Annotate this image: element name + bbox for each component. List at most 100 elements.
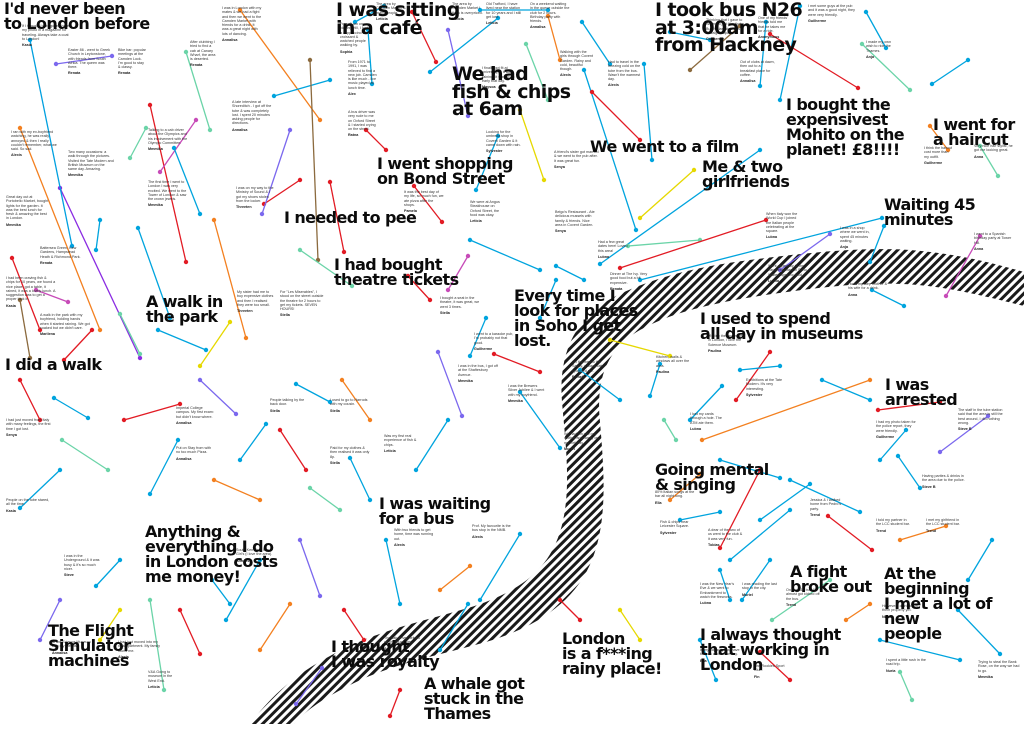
connector-line — [263, 179, 301, 205]
connector-dot — [667, 353, 673, 359]
connector-line — [493, 353, 541, 373]
story-note-text: Out of clubs at dawn, then out to a brea… — [740, 60, 775, 77]
story-note: We were at Angus Steakhouse on Oxford St… — [470, 200, 500, 223]
story-note: Talking to a cab driver about the Olympi… — [148, 128, 188, 151]
connector-dot — [825, 513, 831, 519]
headline-never-been: I'd never been to London before — [4, 0, 150, 33]
connector-line — [789, 479, 861, 513]
connector-dot — [37, 637, 43, 643]
story-note-author: Alexis — [118, 654, 129, 659]
connector-dot — [637, 215, 643, 221]
connector-line — [879, 429, 907, 461]
connector-dot — [413, 467, 419, 473]
connector-dot — [859, 41, 865, 47]
story-note: I ran with my ex-boyfriend watching, he … — [11, 130, 57, 158]
connector-line — [349, 457, 371, 501]
story-note-author: Mmmika — [148, 147, 163, 152]
connector-dot — [437, 587, 443, 593]
connector-dot — [787, 477, 793, 483]
connector-line — [669, 473, 701, 501]
story-note-author: Sophia — [340, 49, 353, 54]
connector-dot — [867, 259, 873, 265]
connector-dot — [147, 102, 153, 108]
connector-dot — [875, 407, 881, 413]
connector-dot — [17, 377, 23, 383]
story-note-author: Annalisa — [52, 650, 68, 655]
connector-dot — [757, 467, 763, 473]
story-note-author: Leticia — [376, 16, 388, 21]
connector-dot — [697, 471, 703, 477]
story-note-text: I had been craving fish & chips for 10 y… — [6, 276, 56, 302]
story-note-text: A friend's sister got married & we went … — [554, 150, 599, 163]
story-note-text: I spent a little rush in the road trip. — [886, 658, 926, 667]
connector-line — [479, 533, 521, 601]
story-note-text: A late interview at Shoreditch - I got o… — [232, 100, 272, 126]
story-note: A walk in the park with my boyfriend, ho… — [40, 313, 90, 336]
story-note: I bought a seat in the theatre, it was g… — [440, 296, 484, 315]
connector-line — [627, 239, 701, 247]
story-note-text: We had fun with my mother and family on … — [564, 432, 599, 445]
story-note-text: South Ken Pear Mar Girl's (I love the ar… — [236, 548, 273, 557]
connector-dot — [727, 557, 733, 563]
connector-dot — [27, 37, 33, 43]
story-note-author: Guilherme — [876, 434, 895, 439]
connector-dot — [293, 381, 299, 387]
connector-dot — [819, 377, 825, 383]
story-note-author: Sylvester — [660, 530, 677, 535]
connector-line — [663, 419, 677, 441]
connector-line — [273, 79, 331, 97]
connector-line — [211, 579, 231, 605]
headline-fish-chips: We had fish & chips at 6am — [452, 63, 571, 121]
connector-dot — [433, 59, 439, 65]
connector-dot — [867, 377, 873, 383]
headline-fight: A fight broke out — [790, 562, 872, 596]
story-note: Belgo's Restaurant - Ate delicious musse… — [555, 210, 595, 233]
story-note-author: Annalisa — [222, 38, 238, 43]
connector-dot — [557, 57, 563, 63]
story-note-text: Walking with the girls through Covent Ga… — [560, 50, 594, 72]
story-note-text: I had just moved into my new apartment. … — [118, 640, 161, 653]
connector-dot — [183, 259, 189, 265]
connector-dot — [297, 537, 303, 543]
connector-dot — [977, 143, 983, 149]
connector-line — [437, 351, 463, 417]
connector-dot — [649, 157, 655, 163]
connector-dot — [855, 85, 861, 91]
connector-dot — [363, 127, 369, 133]
connector-dot — [53, 61, 59, 67]
story-note-author: Renata — [610, 286, 623, 291]
connector-dot — [757, 649, 763, 655]
story-note: I met my girlfriend in the LCC student b… — [926, 518, 962, 533]
story-note-author: Steve — [64, 573, 74, 578]
connector-dot — [171, 145, 177, 151]
story-note-author: Annalisa — [176, 420, 192, 425]
story-note-text: I was in a shop where we went in, spent … — [840, 226, 870, 243]
connector-dot — [143, 125, 149, 131]
connector-dot — [237, 457, 243, 463]
connector-line — [897, 455, 921, 489]
story-note-text: I was the Brewers Silver Jubilee & I wen… — [508, 384, 545, 397]
connector-line — [159, 119, 197, 173]
connector-dot — [117, 557, 123, 563]
connector-line — [213, 479, 261, 501]
connector-dot — [897, 669, 903, 675]
story-note: The staff in the tube station said that … — [958, 408, 1008, 431]
story-note: I had just moved into my new apartment. … — [118, 640, 162, 659]
story-note: I was on my way to the Ministry of Sound… — [236, 186, 276, 209]
story-note-author: Lubna — [766, 235, 778, 240]
story-note-author: Muriel — [742, 592, 753, 597]
connector-dot — [707, 37, 713, 43]
connector-dot — [495, 133, 501, 139]
connector-dot — [607, 337, 613, 343]
connector-dot — [352, 19, 358, 25]
story-note: Having parties & drinks in the area due … — [922, 474, 968, 489]
connector-dot — [427, 297, 433, 303]
story-note-text: The first time I went to London I was ve… — [148, 180, 187, 202]
connector-dot — [537, 315, 543, 321]
connector-dot — [175, 437, 181, 443]
story-note-author: Senya — [554, 164, 565, 169]
connector-dot — [347, 455, 353, 461]
story-note: V&A Going to museum in the West End.Leti… — [148, 670, 174, 689]
story-note-text: Great day out at Portobello Market, boug… — [6, 195, 49, 221]
story-note: I told my partner in the LCC student bar… — [876, 518, 912, 533]
